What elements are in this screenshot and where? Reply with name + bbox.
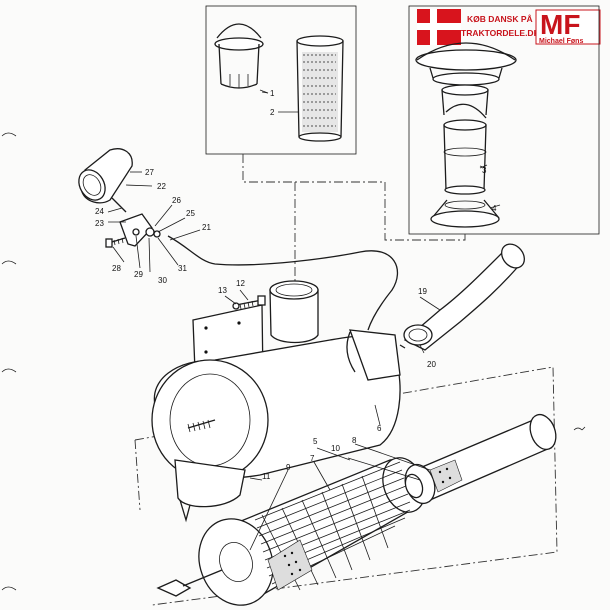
- mounting-bolt: [232, 295, 266, 310]
- callout-20: 20: [427, 360, 436, 369]
- callout-1: 1: [270, 89, 275, 98]
- dansk-line-2: TRAKTORDELE.DK: [461, 28, 541, 38]
- callout-8: 8: [352, 436, 357, 445]
- leader-lines: [242, 154, 466, 285]
- callout-28: 28: [112, 264, 121, 273]
- kob-dansk-badge: KØB DANSK PÅ TRAKTORDELE.DK: [417, 9, 541, 45]
- dansk-line-1: KØB DANSK PÅ: [467, 14, 533, 24]
- callout-25: 25: [186, 209, 195, 218]
- callout-31: 31: [178, 264, 187, 273]
- vacuum-pipe: [167, 235, 399, 331]
- callout-2: 2: [270, 108, 275, 117]
- callout-6: 6: [377, 424, 382, 433]
- callout-4: 4: [492, 204, 497, 213]
- inset-box-filter-cap: [205, 5, 357, 155]
- wing-nut-icon: [156, 579, 192, 597]
- mf-name: Michael Føns: [539, 38, 583, 45]
- hose-clamp-icon: [403, 324, 433, 346]
- intake-hose: [399, 243, 525, 351]
- callout-10: 10: [331, 444, 340, 453]
- restriction-indicator-assembly: [78, 148, 161, 248]
- safety-element: [404, 413, 557, 505]
- callout-7: 7: [310, 454, 315, 463]
- binder-holes: [1, 132, 17, 591]
- callout-26: 26: [172, 196, 181, 205]
- callout-9: 9: [286, 463, 291, 472]
- callout-13: 13: [218, 286, 227, 295]
- inset-box-precleaner: [408, 5, 600, 235]
- mf-mark: MF: [540, 9, 580, 40]
- callout-23: 23: [95, 219, 104, 228]
- callout-22: 22: [157, 182, 166, 191]
- air-cleaner-housing: [151, 280, 401, 523]
- callout-5: 5: [313, 437, 318, 446]
- callout-24: 24: [95, 207, 104, 216]
- mf-logo: MF Michael Føns: [535, 9, 601, 45]
- callout-21: 21: [202, 223, 211, 232]
- callout-19: 19: [418, 287, 427, 296]
- callout-30: 30: [158, 276, 167, 285]
- callout-leaders: [107, 91, 486, 551]
- callout-3: 3: [482, 166, 487, 175]
- callout-labels: 1 2 3 4 5 6 7 8 9 10 11 12 13 19 20 21 2…: [95, 89, 497, 481]
- callout-12: 12: [236, 279, 245, 288]
- margin-mark: [573, 426, 586, 431]
- callout-29: 29: [134, 270, 143, 279]
- callout-11: 11: [262, 472, 271, 481]
- callout-27: 27: [145, 168, 154, 177]
